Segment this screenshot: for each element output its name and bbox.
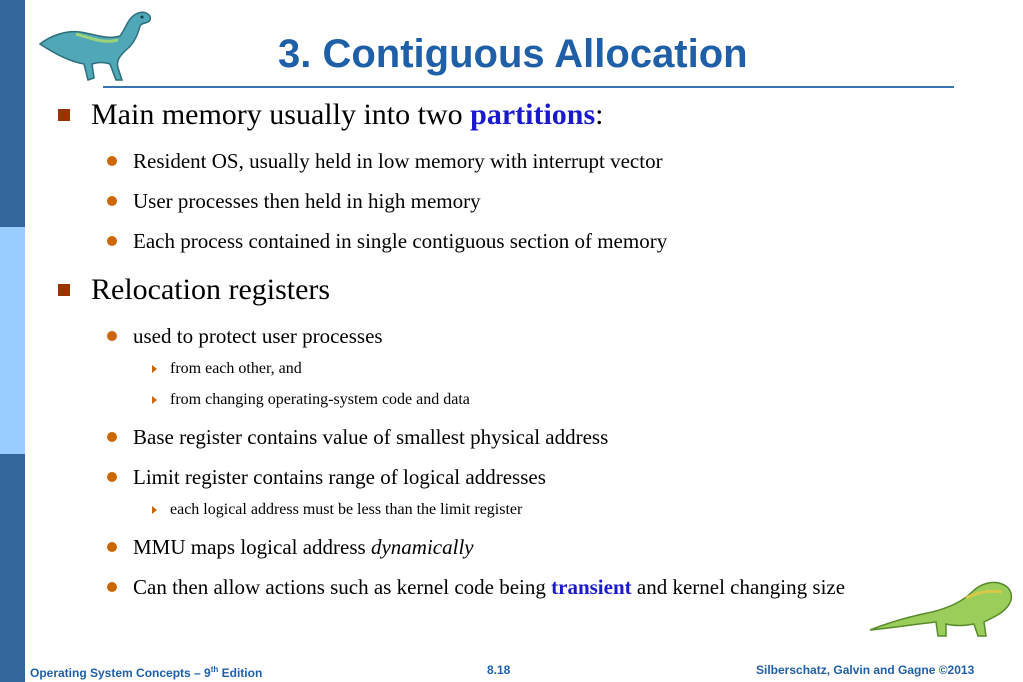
round-bullet-icon [107,582,117,592]
dinosaur-bottom-icon [869,581,1013,637]
keyword-partitions: partitions [470,98,596,131]
sub-bullet-text: used to protect user processes [133,324,383,348]
sub-bullet-text: User processes then held in high memory [133,189,481,213]
footer-book-title-superscript: th [210,665,219,674]
title-underline [103,86,954,88]
footer-book-title-suffix: Edition [218,666,263,680]
slide-title: 3. Contiguous Allocation [278,32,748,76]
triangle-bullet-icon [152,365,157,373]
sub-bullet-text: MMU maps logical address dynamically [133,534,474,560]
side-bar-segment-top [0,0,25,227]
sub-bullet-text-prefix: MMU maps logical address [133,535,371,559]
sub-bullet-text: Base register contains value of smallest… [133,425,609,449]
sub-bullet-text: Resident OS, usually held in low memory … [133,149,663,173]
footer-book-title: Operating System Concepts – 9th Edition [30,662,262,681]
round-bullet-icon [107,196,117,206]
emphasis-dynamically: dynamically [370,535,474,559]
sub-sub-bullet-text: from changing operating-system code and … [170,391,470,408]
triangle-bullet-icon [152,506,157,514]
triangle-bullet-icon [152,396,157,404]
side-bar [0,0,25,682]
sub-bullet-text-suffix: and kernel changing size [631,575,846,599]
bullet-text: Relocation registers [91,273,331,306]
dinosaur-top-icon [38,11,152,81]
footer-page-number: 8.18 [487,663,511,677]
round-bullet-icon [107,236,117,246]
side-bar-segment-middle [0,227,25,454]
side-bar-segment-bottom [0,454,25,682]
bullet-text-prefix: Main memory usually into two [91,98,471,131]
sub-sub-bullet-text: each logical address must be less than t… [170,501,523,518]
footer-authors: Silberschatz, Galvin and Gagne ©2013 [756,663,975,677]
keyword-transient: transient [551,575,632,599]
square-bullet-icon [58,109,70,121]
square-bullet-icon [58,284,70,296]
round-bullet-icon [107,472,117,482]
sub-bullet-text: Limit register contains range of logical… [133,465,546,489]
bullet-text-suffix: : [595,98,604,131]
round-bullet-icon [107,156,117,166]
sub-bullet-text-prefix: Can then allow actions such as kernel co… [133,575,552,599]
round-bullet-icon [107,542,117,552]
round-bullet-icon [107,432,117,442]
bullet-text: Main memory usually into two partitions: [91,97,604,133]
round-bullet-icon [107,331,117,341]
sub-bullet-text: Can then allow actions such as kernel co… [133,574,845,600]
sub-bullet-text: Each process contained in single contigu… [133,229,668,253]
sub-sub-bullet-text: from each other, and [170,360,302,377]
footer-book-title-prefix: Operating System Concepts – 9 [30,666,211,680]
